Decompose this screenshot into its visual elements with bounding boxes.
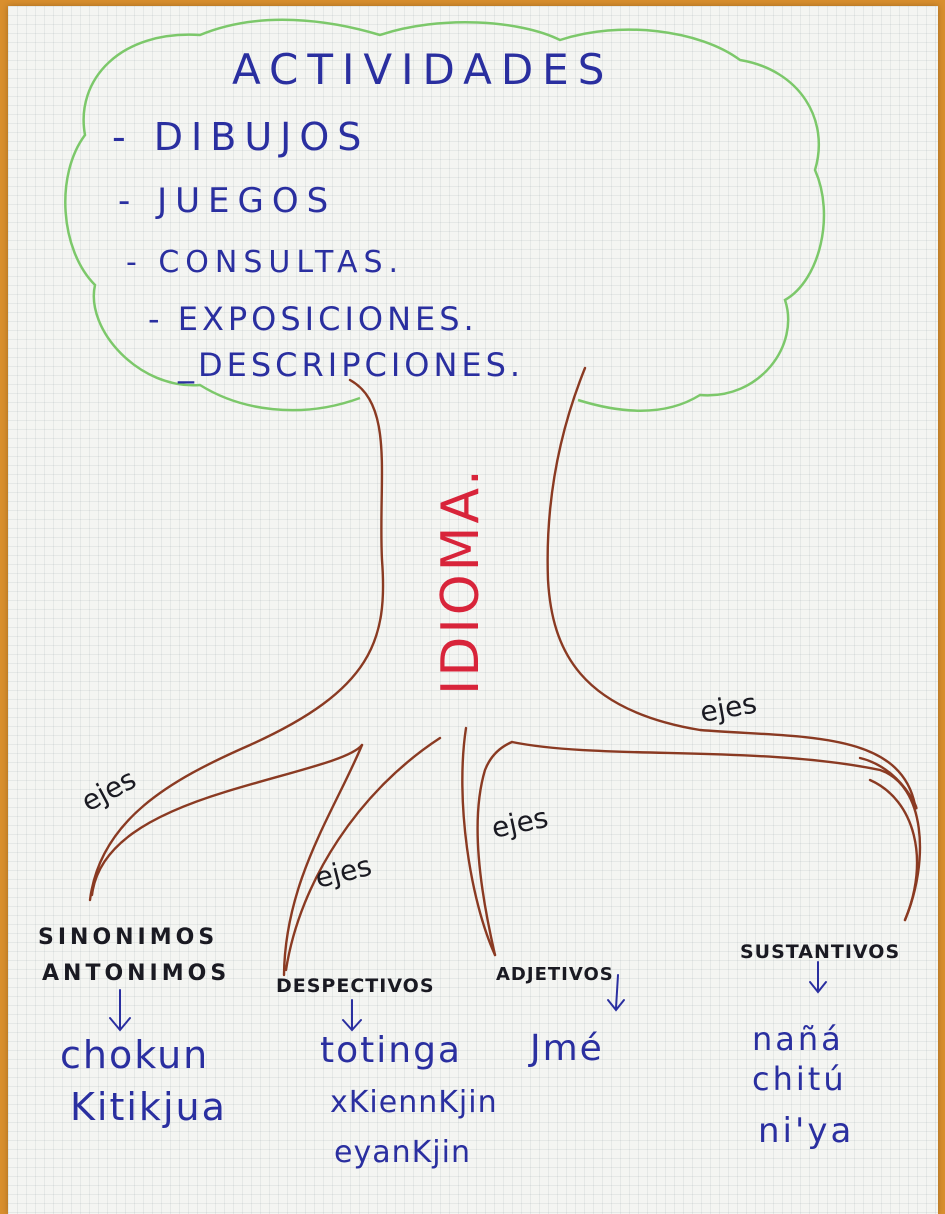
word-xkiennkjin: xKiennKjin [330, 1085, 498, 1120]
canopy-title: ACTIVIDADES [232, 45, 613, 94]
canopy-item-3: - CONSULTAS. [126, 245, 404, 280]
arrow-down-icon [809, 961, 827, 994]
category-antonimos: ANTONIMOS [42, 961, 230, 986]
category-sinonimos: SINONIMOS [38, 925, 218, 950]
category-sustantivos: SUSTANTIVOS [740, 941, 900, 963]
category-adjetivos: ADJETIVOS [496, 964, 614, 985]
root-label-ejes: ejes [312, 849, 375, 895]
canopy-item-5: _DESCRIPCIONES. [177, 346, 524, 384]
category-despectivos: DESPECTIVOS [276, 975, 435, 997]
root-label-ejes: ejes [76, 762, 142, 818]
root-label-ejes: ejes [697, 687, 759, 729]
tree-trunk [88, 366, 922, 977]
arrow-down-icon [342, 999, 362, 1032]
word-kitikjua: Kitikjua [70, 1085, 227, 1129]
word-nana: nañá [752, 1020, 844, 1058]
root-label-ejes: ejes [489, 801, 551, 845]
word-jme: Jmé [528, 1028, 604, 1069]
down-arrows [109, 961, 827, 1032]
canopy-item-4: - EXPOSICIONES. [148, 300, 478, 338]
trunk-label: IDIOMA. [431, 466, 491, 695]
word-eyankjin: eyanKjin [334, 1135, 471, 1170]
word-chokun: chokun [60, 1033, 209, 1077]
word-niya: ni'ya [758, 1111, 854, 1151]
canopy-item-2: - JUEGOS [118, 181, 336, 221]
canopy-outline [64, 18, 826, 412]
word-totinga: totinga [320, 1030, 462, 1071]
arrow-down-icon [607, 974, 625, 1012]
paper-sheet [8, 6, 938, 1214]
arrow-down-icon [109, 989, 131, 1032]
canopy-item-1: - DIBUJOS [112, 115, 369, 159]
word-chitu: chitú [752, 1060, 847, 1098]
